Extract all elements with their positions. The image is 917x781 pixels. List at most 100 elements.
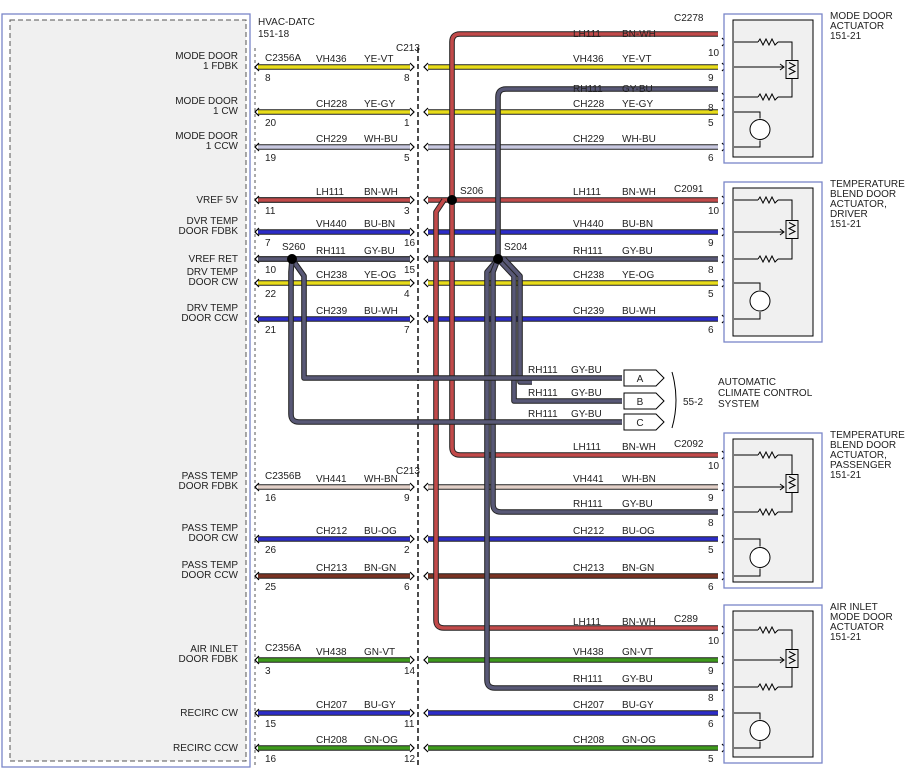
pin-chevron — [423, 743, 429, 753]
wire-color: BN-GN — [622, 563, 654, 574]
c213-pin-number: 14 — [404, 666, 416, 677]
actuator-connector-label: C2092 — [674, 439, 704, 450]
module-pin-label: RECIRC CCW — [173, 743, 239, 754]
actuator-pin-number: 9 — [708, 666, 714, 677]
acc-bracket — [671, 371, 677, 429]
module-pin-label-line: 1 CW — [213, 106, 239, 117]
wire-circuit: VH436 — [316, 54, 347, 65]
wire-circuit: CH228 — [316, 99, 348, 110]
wire-circuit: VH436 — [573, 54, 604, 65]
actuator-pin-number: 6 — [708, 325, 714, 336]
potentiometer-zigzag — [787, 476, 797, 489]
module-name: HVAC-DATC — [258, 17, 315, 28]
actuator-pin-number: 5 — [708, 545, 714, 556]
actuator-name-line: BLEND DOOR — [830, 189, 896, 200]
pin-chevron — [409, 655, 415, 665]
wire-circuit: CH213 — [316, 563, 348, 574]
actuator-pin-number: 10 — [708, 461, 720, 472]
motor-lead — [734, 538, 761, 577]
module-pin-label-line: 1 CCW — [206, 141, 239, 152]
wire-color: BU-OG — [364, 526, 397, 537]
actuator-inner — [732, 610, 814, 758]
module-pin-label-line: MODE DOOR — [175, 131, 238, 142]
wire-circuit: VH438 — [573, 647, 604, 658]
wire-circuit: CH239 — [316, 306, 348, 317]
resistor-icon — [757, 92, 779, 102]
rh111-pass — [491, 258, 718, 514]
wire-circuit: RH111 — [573, 246, 603, 257]
actuator-pin-number: 10 — [708, 48, 720, 59]
pin-chevron — [254, 655, 260, 665]
wire-circuit: CH239 — [573, 306, 605, 317]
acc-connector: 55-2 — [683, 397, 703, 408]
c213-pin-number: 5 — [404, 153, 410, 164]
acc-pin-letter: B — [637, 397, 644, 408]
motor-lead — [734, 111, 761, 148]
pin-chevron — [423, 107, 429, 117]
pin-chevron — [423, 534, 429, 544]
wire-color: GY-BU — [571, 388, 602, 399]
resistor-icon — [757, 507, 779, 517]
wire-color: YE-GY — [364, 99, 395, 110]
actuator-name-line: ACTUATOR, — [830, 450, 887, 461]
pin-chevron — [423, 278, 429, 288]
actuator-connector-label: C2278 — [674, 13, 704, 24]
actuator-pin-number: 10 — [708, 636, 720, 647]
c213-pin-number: 2 — [404, 545, 410, 556]
actuator-name-line: DRIVER — [830, 209, 868, 220]
wire-circuit: RH111 — [573, 84, 603, 95]
rh111-pass-outline — [490, 257, 718, 515]
actuator-connector-label: C2091 — [674, 184, 704, 195]
actuator-name-line: 151-21 — [830, 470, 862, 481]
splice-label: S206 — [460, 186, 484, 197]
resistor-icon — [757, 450, 779, 460]
wiper-arrow — [734, 656, 785, 664]
actuator-pin-number: 6 — [708, 582, 714, 593]
module-pin-number: 16 — [265, 493, 277, 504]
wire-circuit: CH229 — [316, 134, 348, 145]
actuator-name-line: TEMPERATURE — [830, 179, 905, 190]
acc-pin-letter: A — [637, 374, 644, 385]
module-pin-number: 16 — [265, 754, 277, 765]
wire-circuit: LH111 — [573, 442, 601, 453]
wire-color: GY-BU — [571, 409, 602, 420]
module-pin-number: 7 — [265, 238, 271, 249]
pin-chevron — [409, 195, 415, 205]
pin-chevron — [409, 743, 415, 753]
splice-label: S260 — [282, 242, 306, 253]
actuator-pin-number: 8 — [708, 693, 714, 704]
actuator-name-line: MODE DOOR — [830, 612, 893, 623]
actuator-pin-number: 8 — [708, 103, 714, 114]
wire-color: GN-VT — [622, 647, 653, 658]
module-pin-number: 8 — [265, 73, 271, 84]
connector-label: C2356A — [265, 643, 301, 654]
c213-pin-number: 8 — [404, 73, 410, 84]
wire-color: GY-BU — [622, 246, 653, 257]
module-pin-label-line: MODE DOOR — [175, 96, 238, 107]
actuator-pin-number: 5 — [708, 289, 714, 300]
wire-color: BU-WH — [364, 306, 398, 317]
wire-circuit: VH440 — [316, 219, 347, 230]
wire-circuit: CH208 — [316, 735, 348, 746]
actuator-inner — [732, 19, 814, 158]
wire-circuit: VH438 — [316, 647, 347, 658]
wires-layer — [258, 31, 718, 751]
potentiometer-zigzag — [787, 62, 797, 75]
actuator-pin-number: 6 — [708, 719, 714, 730]
c213-pin-number: 12 — [404, 754, 416, 765]
module-pin-label: VREF RET — [189, 254, 238, 265]
potentiometer-zigzag — [787, 651, 797, 664]
acc-name-line: SYSTEM — [718, 399, 759, 410]
wire-color: BN-WH — [622, 617, 656, 628]
pin-chevron — [254, 107, 260, 117]
wire-color: BU-BN — [622, 219, 653, 230]
wire-circuit: CH229 — [573, 134, 605, 145]
wire-circuit: LH111 — [316, 187, 344, 198]
pin-chevron — [254, 571, 260, 581]
module-pin-number: 11 — [265, 206, 276, 217]
module-pin-number: 22 — [265, 289, 277, 300]
